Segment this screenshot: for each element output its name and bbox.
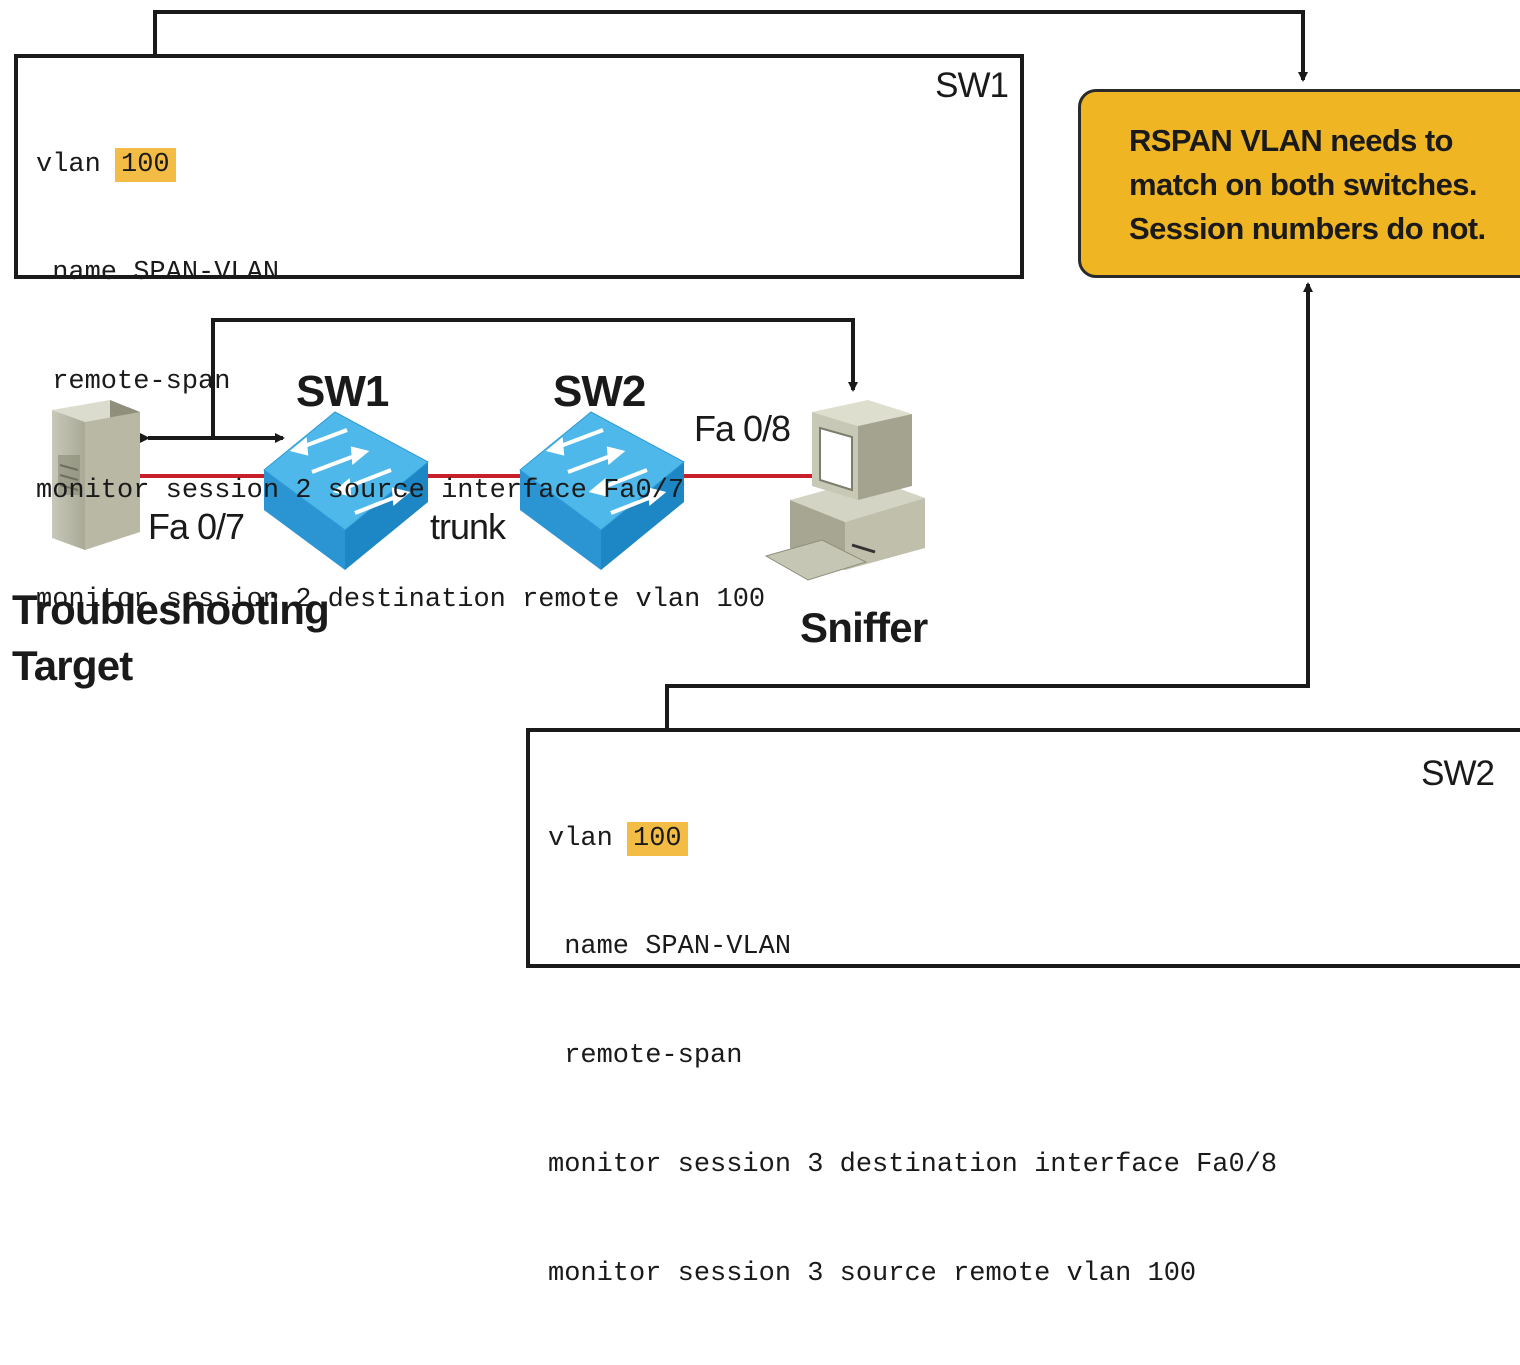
sw2-config-box: vlan 100 name SPAN-VLAN remote-span moni…	[526, 728, 1520, 1289]
sw1-config-line: remote-span	[36, 367, 231, 398]
note-text: RSPAN VLAN needs to match on both switch…	[1129, 119, 1486, 251]
vlan-keyword: vlan	[36, 149, 118, 180]
sw2-config-line-vlan: vlan 100	[548, 821, 1277, 857]
switch-sw2-icon	[519, 411, 685, 570]
vlan-id-highlight: 100	[115, 147, 176, 182]
switch-sw1-icon	[263, 411, 429, 570]
rspan-note-callout: RSPAN VLAN needs to match on both switch…	[1078, 89, 1520, 278]
diagram-canvas	[52, 10, 1313, 730]
switch-sw2-label: SW2	[553, 367, 646, 416]
target-label-line: Target	[12, 642, 133, 689]
vlan-id-highlight: 100	[627, 821, 688, 856]
note-line: match on both switches.	[1129, 167, 1478, 202]
sw2-config-line: monitor session 3 destination interface …	[548, 1150, 1278, 1181]
switch-sw1-label: SW1	[296, 367, 389, 416]
sw2-config-label: SW2	[1421, 754, 1495, 793]
sw1-config-label: SW1	[935, 66, 1009, 105]
note-line: RSPAN VLAN needs to	[1129, 123, 1454, 158]
sw1-config-line: monitor session 2 source interface Fa0/7	[36, 476, 685, 507]
sniffer-computer-icon	[764, 400, 925, 581]
sw1-config-line: name SPAN-VLAN	[36, 258, 280, 289]
sw2-config-line: remote-span	[548, 1041, 743, 1072]
target-label-line: Troubleshooting	[12, 586, 330, 633]
server-icon	[52, 400, 140, 550]
sw1-to-note-connector	[153, 10, 1308, 82]
port-fa08-label: Fa 0/8	[694, 408, 791, 449]
note-line: Session numbers do not.	[1129, 211, 1486, 246]
vlan-keyword: vlan	[548, 823, 630, 854]
troubleshooting-target-label: Troubleshooting Target	[12, 582, 330, 694]
trunk-link-label: trunk	[430, 506, 506, 547]
sw1-config-line: monitor session 2 destination remote vla…	[36, 585, 766, 616]
sw1-config-text: vlan 100 name SPAN-VLAN remote-span moni…	[36, 74, 765, 691]
sw2-config-text: vlan 100 name SPAN-VLAN remote-span moni…	[548, 748, 1277, 1365]
sniffer-label: Sniffer	[800, 604, 928, 651]
sw1-config-box: vlan 100 name SPAN-VLAN remote-span moni…	[14, 54, 1024, 615]
sw1-config-line-vlan: vlan 100	[36, 147, 765, 183]
port-fa07-label: Fa 0/7	[148, 506, 245, 547]
sw2-config-line: monitor session 3 source remote vlan 100	[548, 1259, 1197, 1290]
span-traffic-path	[211, 318, 858, 436]
sw2-to-note-connector	[665, 282, 1313, 730]
sw2-config-line: name SPAN-VLAN	[548, 932, 792, 963]
